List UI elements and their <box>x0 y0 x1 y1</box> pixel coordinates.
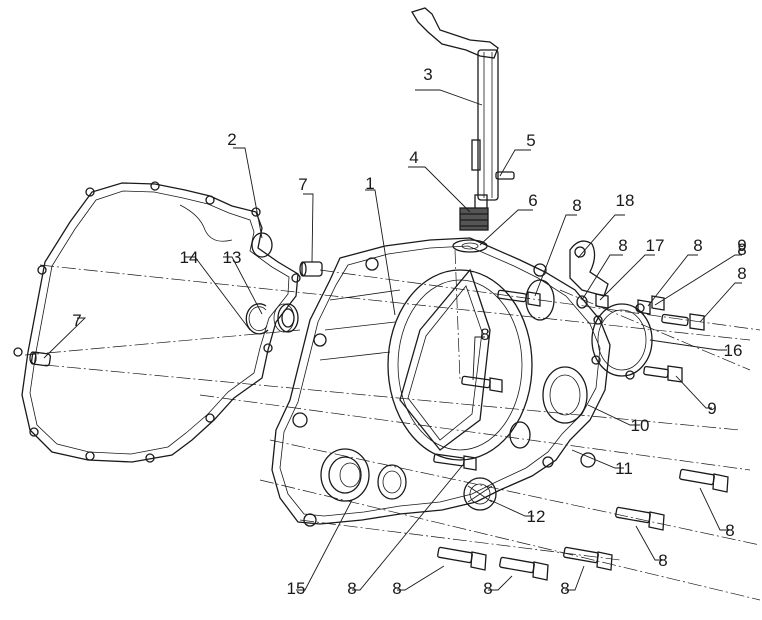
callout-7-upper: 7 <box>298 175 307 194</box>
callout-12: 12 <box>527 507 546 526</box>
callout-9-top: 9 <box>737 236 746 255</box>
callout-8-bottom-b: 8 <box>392 579 401 598</box>
callout-8-bracket: 8 <box>618 236 627 255</box>
callout-15: 15 <box>287 579 306 598</box>
bolt-b <box>461 375 503 393</box>
callout-8-bottom-c: 8 <box>483 579 492 598</box>
callout-8-bottom-a: 8 <box>347 579 356 598</box>
callout-7-left: 7 <box>72 311 81 330</box>
callout-18: 18 <box>616 191 635 210</box>
bolt-m <box>437 546 487 571</box>
bolt-g <box>661 313 705 331</box>
bolt-c <box>433 453 477 471</box>
callout-1: 1 <box>365 174 374 193</box>
shift-shaft <box>411 7 499 218</box>
bracket <box>569 240 609 297</box>
bolt-l <box>499 556 549 581</box>
callout-8-mid-right: 8 <box>693 236 702 255</box>
bolt-d <box>595 293 609 309</box>
bolt-k <box>563 546 613 571</box>
callout-13: 13 <box>223 248 242 267</box>
seal-ring <box>576 295 588 309</box>
callout-8-top: 8 <box>572 196 581 215</box>
callout-8-bottom-d: 8 <box>560 579 569 598</box>
bolt-i <box>679 468 729 493</box>
leader-lines <box>43 89 742 591</box>
callout-14: 14 <box>180 248 199 267</box>
round-cover <box>591 303 653 380</box>
callout-8-far-right: 8 <box>737 264 746 283</box>
oil-plug <box>463 477 497 511</box>
oil-seal <box>273 303 299 333</box>
shaft-washer <box>452 239 488 253</box>
callout-8-bottom-e: 8 <box>658 551 667 570</box>
callout-2: 2 <box>227 130 236 149</box>
dowel-pin-upper <box>299 261 323 277</box>
callout-labels: 1 2 3 4 5 6 7 7 8 8 8 8 8 8 8 8 8 8 8 8 … <box>72 65 746 598</box>
bolt-h <box>643 365 683 383</box>
bolt-f <box>651 295 665 311</box>
crankcase-cover <box>271 237 611 527</box>
dowel-pin-left <box>29 351 52 367</box>
callout-4: 4 <box>409 148 418 167</box>
callout-17: 17 <box>646 236 665 255</box>
callout-8-center: 8 <box>480 325 489 344</box>
bolt-e <box>637 299 651 315</box>
callout-9-lower: 9 <box>707 399 716 418</box>
callout-16: 16 <box>724 341 743 360</box>
shaft-pin <box>495 171 515 180</box>
bolt-a <box>497 289 541 307</box>
bolt-j <box>615 506 665 531</box>
callout-10: 10 <box>631 416 650 435</box>
callout-3: 3 <box>423 65 432 84</box>
gasket <box>13 181 301 463</box>
circlip <box>245 303 269 335</box>
callout-6: 6 <box>528 191 537 210</box>
torsion-spring <box>459 207 489 231</box>
callout-5: 5 <box>526 131 535 150</box>
callout-11: 11 <box>615 459 633 478</box>
callout-8-bottom-f: 8 <box>725 521 734 540</box>
callout-8-extra: 8 <box>737 240 746 259</box>
